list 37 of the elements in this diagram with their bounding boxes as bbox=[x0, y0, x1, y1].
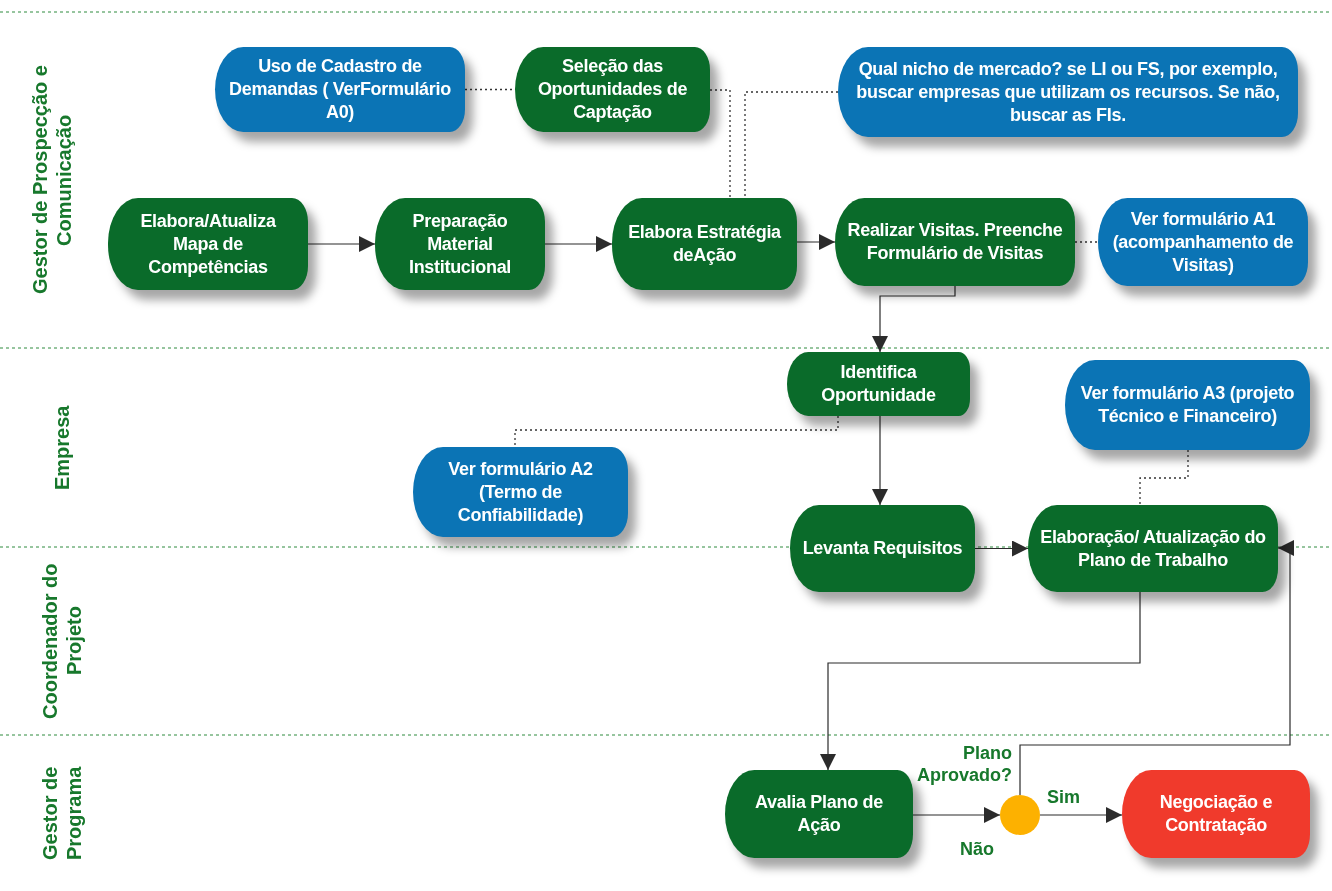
arrow bbox=[974, 540, 1029, 557]
process-box: Negociação e Contratação bbox=[1122, 770, 1310, 858]
decision-label: Plano Aprovado? bbox=[916, 742, 1012, 786]
process-box: Levanta Requisitos bbox=[790, 505, 975, 592]
arrow bbox=[872, 415, 888, 506]
dotted-connector bbox=[709, 89, 731, 199]
process-box: Elaboração/ Atualização do Plano de Trabalho bbox=[1028, 505, 1278, 592]
process-box: Elabora Estratégia deAção bbox=[612, 198, 797, 290]
arrow bbox=[796, 234, 836, 250]
arrow bbox=[912, 807, 1001, 823]
process-box: Preparação Material Institucional bbox=[375, 198, 545, 290]
note-box: Ver formulário A2 (Termo de Confiabilidade) bbox=[413, 447, 628, 537]
arrow bbox=[1039, 807, 1123, 823]
dotted-connector bbox=[514, 415, 839, 448]
arrow bbox=[307, 236, 376, 252]
arrow bbox=[544, 236, 613, 252]
process-box: Identifica Oportunidade bbox=[787, 352, 970, 416]
process-box: Seleção das Oportunidades de Captação bbox=[515, 47, 710, 132]
note-box: Qual nicho de mercado? se LI ou FS, por exemplo, buscar empresas que utilizam os recursos. Se não, buscar as FIs. bbox=[838, 47, 1298, 137]
note-box: Ver formulário A1 (acompanhamento de Visitas) bbox=[1098, 198, 1308, 286]
note-box: Uso de Cadastro de Demandas ( VerFormulário A0) bbox=[215, 47, 465, 132]
lane-title: Coordenador do Projeto bbox=[38, 562, 86, 721]
lane-title: Empresa bbox=[50, 404, 74, 493]
arrow bbox=[820, 591, 1141, 771]
branch-label: Não bbox=[960, 838, 994, 860]
lane-title: Gestor de Programa bbox=[38, 765, 86, 862]
dotted-connector bbox=[1074, 241, 1099, 243]
process-box: Realizar Visitas. Preenche Formulário de Visitas bbox=[835, 198, 1075, 286]
process-box: Elabora/Atualiza Mapa de Competências bbox=[108, 198, 308, 290]
process-box: Avalia Plano de Ação bbox=[725, 770, 913, 858]
decision-circle bbox=[1000, 795, 1040, 835]
arrow bbox=[1019, 540, 1294, 796]
arrow bbox=[872, 285, 956, 353]
dotted-connector bbox=[744, 91, 839, 199]
lane-title: Gestor de Prospecção e Comunicação bbox=[28, 64, 76, 297]
note-box: Ver formulário A3 (projeto Técnico e Financeiro) bbox=[1065, 360, 1310, 450]
dotted-connector bbox=[1139, 449, 1189, 506]
